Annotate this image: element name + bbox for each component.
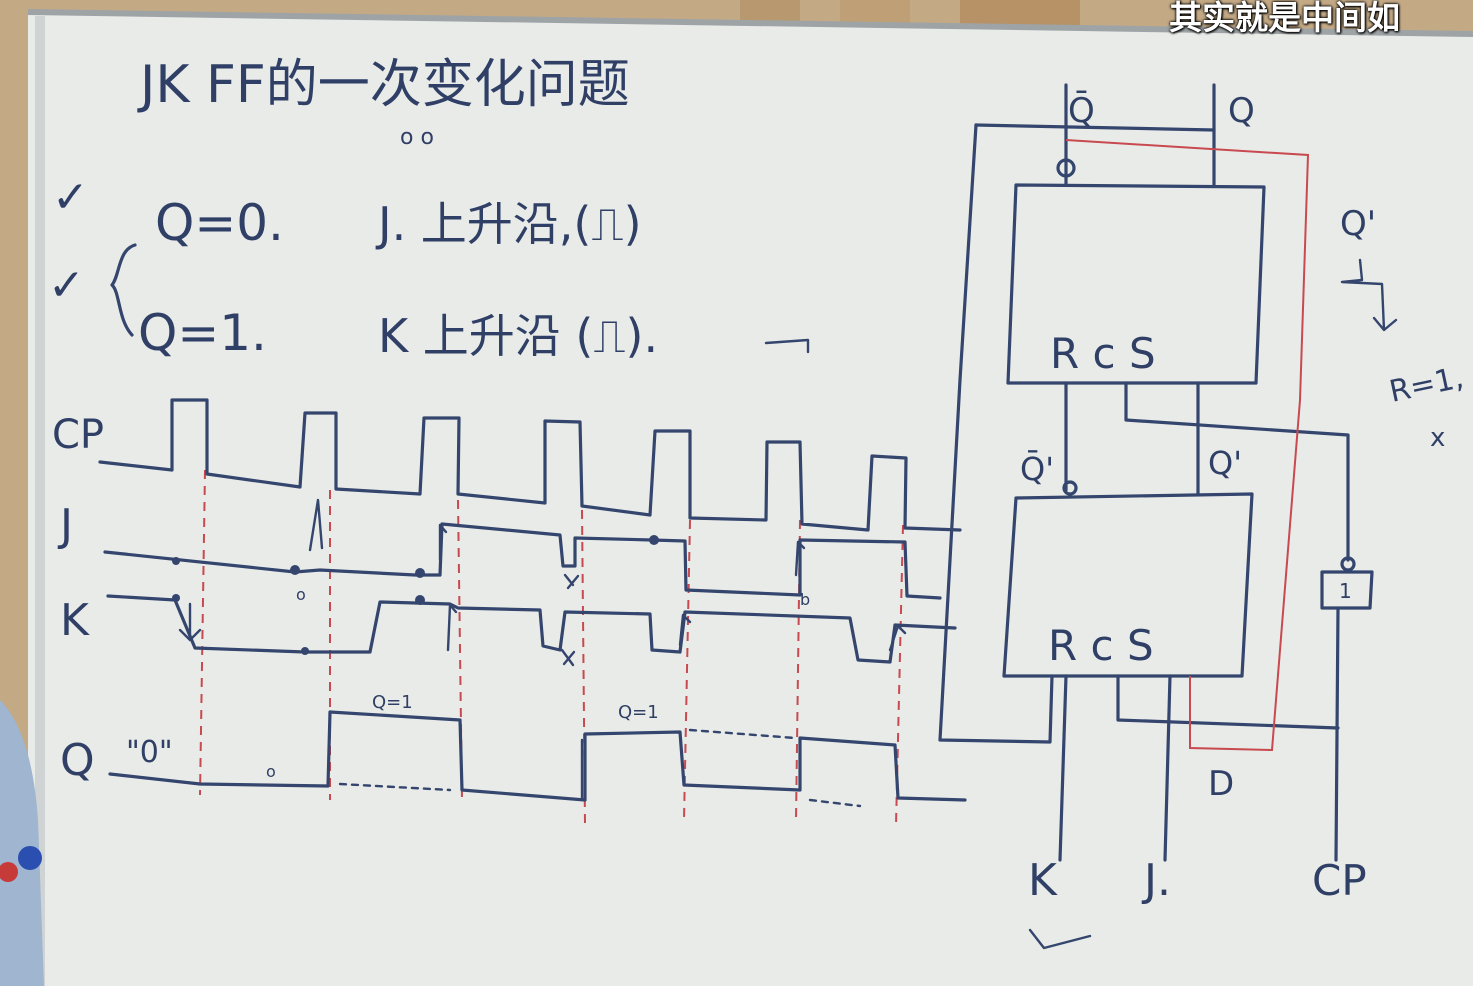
brace: [110, 243, 137, 337]
label-q: Q: [60, 735, 95, 786]
input-j: J.: [1141, 855, 1171, 906]
q-initial: "0": [126, 735, 173, 770]
waveform-cp: [98, 398, 962, 532]
label-qprime-side: Q': [1340, 204, 1376, 244]
upper-sr-latch: [1006, 183, 1266, 385]
q-dotted-2: [688, 728, 797, 740]
board-title: JK FF的一次变化问题: [137, 55, 630, 115]
note-o-1: o: [296, 585, 306, 604]
input-cp: CP: [1312, 856, 1367, 905]
input-k: K: [1028, 855, 1058, 906]
whiteboard: [27, 9, 1473, 986]
label-q-top: Q: [1228, 91, 1255, 131]
label-k: K: [60, 595, 90, 646]
marker-cap-blue: [18, 846, 42, 870]
rule-2-tail-mark: [764, 338, 810, 354]
check-mark-1: ✓: [52, 172, 89, 223]
marker-cap-red: [0, 862, 18, 882]
feedback-wire: [1065, 139, 1310, 752]
waveform-j: [103, 522, 942, 600]
waveform-q: [108, 710, 967, 802]
q-dotted-1: [338, 782, 452, 792]
rule-2-text: K 上升沿 (⎍).: [378, 309, 658, 363]
transition-marks: [172, 498, 907, 802]
q-dotted-3: [808, 798, 862, 808]
waveform-k: [106, 594, 957, 664]
lower-gate-pins: R c S: [1048, 621, 1154, 670]
inverter-box: [1320, 570, 1374, 610]
d-note: D: [1208, 764, 1234, 804]
label-qbar-top: Q̄: [1068, 90, 1095, 131]
upper-gate-pins: R c S: [1050, 329, 1156, 378]
fall-arrow: [1340, 258, 1398, 332]
label-q-prime: Q': [1208, 444, 1242, 482]
q-label-1: Q=1: [372, 692, 413, 713]
lower-sr-latch: [1002, 492, 1254, 678]
note-o-2: o: [266, 762, 276, 781]
inverter-label: 1: [1339, 579, 1352, 603]
rule-1-text-visible: J. 上升沿,(⎍): [375, 197, 642, 251]
k-check-mark: [1028, 928, 1092, 950]
jk-circuit: [938, 83, 1374, 862]
x-note: x: [1430, 423, 1445, 453]
rule-2-condition: Q=1.: [138, 304, 267, 362]
title-marks: o o: [400, 125, 434, 150]
label-qbar-prime: Q̄': [1020, 449, 1054, 488]
rule-1-condition: Q=0.: [155, 194, 284, 252]
video-subtitle: 其实就是中间如: [1169, 0, 1400, 37]
presenter-arm: [0, 700, 44, 986]
label-j: J: [57, 500, 73, 551]
label-cp: CP: [52, 412, 104, 458]
q-label-2: Q=1: [618, 702, 659, 723]
check-mark-2: ✓: [48, 260, 85, 311]
note-b: b: [800, 590, 810, 609]
